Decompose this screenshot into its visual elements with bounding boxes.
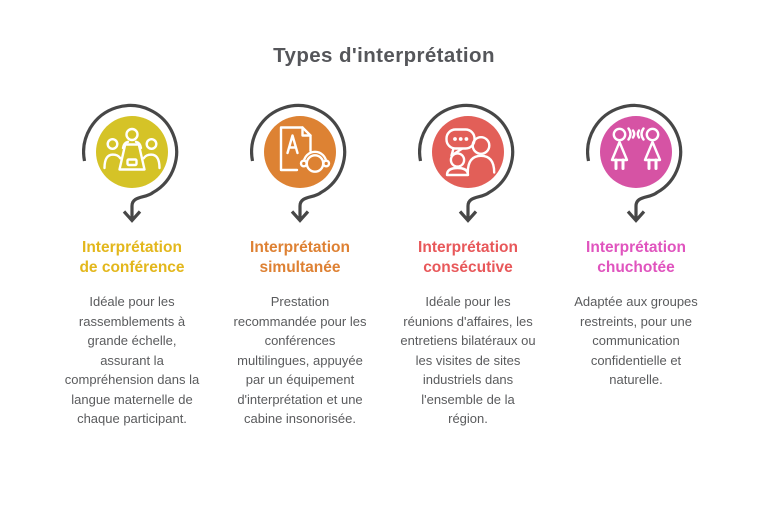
heading-line-1: Interprétation <box>586 239 686 256</box>
conversation-people-icon <box>445 128 496 177</box>
whispered-badge <box>586 103 683 223</box>
heading-line-1: Interprétation <box>250 239 350 256</box>
circle-arrow-outline <box>82 103 179 221</box>
column-description: Prestation recommandée pour les conféren… <box>233 294 367 426</box>
circle-arrow-outline <box>586 103 683 221</box>
arrow-down-icon <box>458 210 478 223</box>
heading-line-1: Interprétation <box>82 239 182 256</box>
column-heading: Interprétation consécutive <box>418 238 518 278</box>
column-description: Adaptée aux groupes restreints, pour une… <box>574 294 698 387</box>
column-heading: Interprétation de conférence <box>79 238 184 278</box>
columns-row: Interprétation de conférence Idéale pour… <box>0 102 768 429</box>
document-headphones-icon <box>279 126 331 173</box>
arrow-down-icon <box>290 210 310 223</box>
circle-arrow-outline <box>250 103 347 221</box>
heading-line-2: consécutive <box>423 259 513 276</box>
heading-line-2: simultanée <box>259 259 341 276</box>
column-heading: Interprétation simultanée <box>250 238 350 278</box>
heading-line-1: Interprétation <box>418 239 518 256</box>
icon-disc <box>600 116 672 188</box>
circle-arrow-outline <box>418 103 515 221</box>
column-description: Idéale pour les rassemblements à grande … <box>64 294 200 426</box>
consecutive-badge <box>418 103 515 223</box>
heading-line-2: de conférence <box>79 259 185 276</box>
column-whispered: Interprétation chuchotée Adaptée aux gro… <box>552 102 720 429</box>
page-title: Types d'interprétation <box>273 44 495 67</box>
whispering-people-icon <box>610 127 662 170</box>
column-consecutive: Interprétation consécutive Idéale pour l… <box>384 102 552 429</box>
arrow-down-icon <box>122 210 142 223</box>
column-simultaneous: Interprétation simultanée Prestation rec… <box>216 102 384 429</box>
icon-disc <box>432 116 504 188</box>
arrow-down-icon <box>626 210 646 223</box>
column-conference: Interprétation de conférence Idéale pour… <box>48 102 216 429</box>
conference-badge <box>82 103 179 223</box>
simultaneous-badge <box>250 103 347 223</box>
column-description: Idéale pour les réunions d'affaires, les… <box>400 294 536 426</box>
conference-meeting-icon <box>103 127 161 171</box>
column-heading: Interprétation chuchotée <box>586 238 686 278</box>
heading-line-2: chuchotée <box>597 259 675 276</box>
